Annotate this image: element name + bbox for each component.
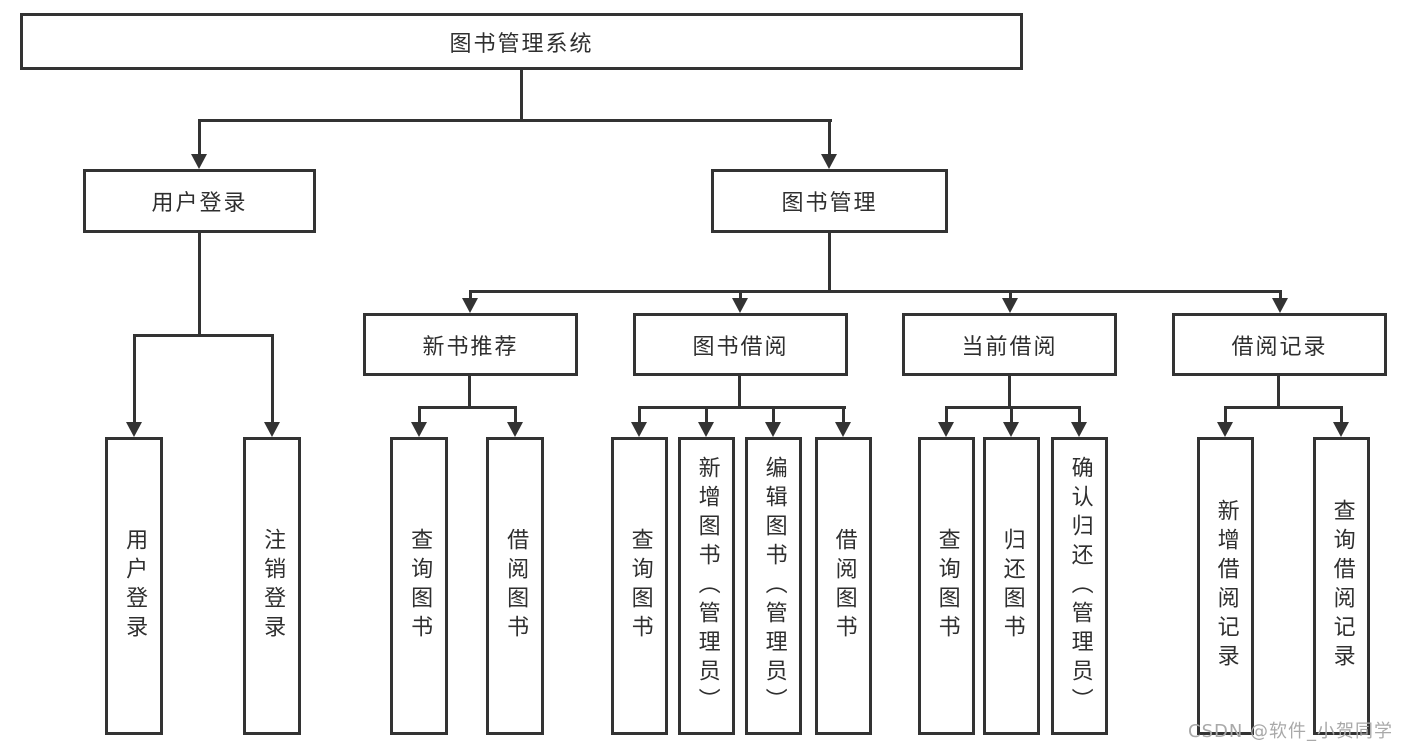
connector-line <box>1223 406 1227 423</box>
arrow-down-icon <box>765 422 781 437</box>
arrow-down-icon <box>1333 422 1349 437</box>
leaf-logout: 注销登录 <box>243 437 301 735</box>
connector-line <box>1339 406 1343 423</box>
connector-line <box>1009 406 1013 423</box>
leaf-logout-label: 注销登录 <box>260 528 286 644</box>
leaf-add-book-admin: 新增图书（管理员） <box>678 437 735 735</box>
arrow-down-icon <box>631 422 647 437</box>
arrow-down-icon <box>191 154 207 169</box>
connector-line <box>270 334 274 423</box>
node-book-management: 图书管理 <box>711 169 948 233</box>
connector-line <box>132 334 274 337</box>
connector-line <box>1278 290 1282 299</box>
leaf-confirm-return-admin: 确认归还（管理员） <box>1051 437 1108 735</box>
connector-line <box>467 375 471 406</box>
connector-line <box>704 406 708 423</box>
connector-line <box>197 232 201 334</box>
connector-line <box>737 375 741 406</box>
connector-line <box>771 406 775 423</box>
leaf-query-books-2: 查询图书 <box>611 437 668 735</box>
arrow-down-icon <box>264 422 280 437</box>
leaf-query-books-1: 查询图书 <box>390 437 448 735</box>
leaf-confirm-return-admin-label: 确认归还（管理员） <box>1067 455 1093 717</box>
connector-line <box>827 119 831 155</box>
connector-line <box>1008 290 1012 299</box>
node-borrow-records: 借阅记录 <box>1172 313 1387 376</box>
arrow-down-icon <box>1217 422 1233 437</box>
connector-line <box>519 67 523 122</box>
arrow-down-icon <box>938 422 954 437</box>
leaf-return-book-label: 归还图书 <box>999 528 1025 644</box>
connector-line <box>468 290 1282 293</box>
connector-line <box>197 119 201 155</box>
leaf-borrow-books-2-label: 借阅图书 <box>831 528 857 644</box>
connector-line <box>1008 375 1011 406</box>
connector-line <box>513 406 517 423</box>
node-library-system: 图书管理系统 <box>20 13 1023 70</box>
connector-line <box>468 290 472 299</box>
leaf-query-books-3: 查询图书 <box>918 437 975 735</box>
node-new-book-recommend: 新书推荐 <box>363 313 578 376</box>
node-borrow-records-label: 借阅记录 <box>1231 334 1328 360</box>
connector-line <box>637 406 846 409</box>
leaf-edit-book-admin: 编辑图书（管理员） <box>745 437 802 735</box>
leaf-add-borrow-record-label: 新增借阅记录 <box>1213 499 1239 673</box>
arrow-down-icon <box>698 422 714 437</box>
leaf-add-book-admin-label: 新增图书（管理员） <box>694 455 720 717</box>
connector-line <box>827 232 831 290</box>
node-user-login: 用户登录 <box>83 169 316 233</box>
arrow-down-icon <box>821 154 837 169</box>
connector-line <box>1224 406 1343 409</box>
connector-line <box>945 406 1081 409</box>
connector-line <box>738 290 742 299</box>
connector-line <box>944 406 948 423</box>
node-current-borrow: 当前借阅 <box>902 313 1117 376</box>
arrow-down-icon <box>126 422 142 437</box>
leaf-query-books-3-label: 查询图书 <box>934 528 960 644</box>
node-book-borrow: 图书借阅 <box>633 313 848 376</box>
arrow-down-icon <box>411 422 427 437</box>
node-book-borrow-label: 图书借阅 <box>692 334 789 360</box>
leaf-query-books-2-label: 查询图书 <box>627 528 653 644</box>
arrow-down-icon <box>732 298 748 313</box>
arrow-down-icon <box>507 422 523 437</box>
arrow-down-icon <box>1272 298 1288 313</box>
leaf-query-borrow-record-label: 查询借阅记录 <box>1329 499 1355 673</box>
leaf-edit-book-admin-label: 编辑图书（管理员） <box>761 455 787 717</box>
connector-line <box>417 406 517 409</box>
connector-line <box>417 406 421 423</box>
connector-line <box>841 406 845 423</box>
arrow-down-icon <box>1002 298 1018 313</box>
leaf-user-login: 用户登录 <box>105 437 163 735</box>
node-user-login-label: 用户登录 <box>151 191 248 216</box>
connector-line <box>197 119 832 122</box>
connector-line <box>1077 406 1081 423</box>
leaf-borrow-books-1: 借阅图书 <box>486 437 544 735</box>
leaf-borrow-books-1-label: 借阅图书 <box>503 528 529 644</box>
connector-line <box>132 334 136 423</box>
connector-line <box>637 406 641 423</box>
node-current-borrow-label: 当前借阅 <box>961 334 1058 360</box>
leaf-borrow-books-2: 借阅图书 <box>815 437 872 735</box>
node-library-system-label: 图书管理系统 <box>449 31 594 57</box>
leaf-query-borrow-record: 查询借阅记录 <box>1313 437 1370 735</box>
connector-line <box>1276 375 1280 406</box>
leaf-user-login-label: 用户登录 <box>122 528 148 644</box>
node-book-management-label: 图书管理 <box>781 191 878 216</box>
node-new-book-recommend-label: 新书推荐 <box>422 334 519 360</box>
leaf-add-borrow-record: 新增借阅记录 <box>1197 437 1254 735</box>
leaf-return-book: 归还图书 <box>983 437 1040 735</box>
arrow-down-icon <box>462 298 478 313</box>
arrow-down-icon <box>835 422 851 437</box>
leaf-query-books-1-label: 查询图书 <box>407 528 433 644</box>
arrow-down-icon <box>1071 422 1087 437</box>
watermark-text: CSDN @软件_小贺同学 <box>1188 721 1394 742</box>
arrow-down-icon <box>1003 422 1019 437</box>
